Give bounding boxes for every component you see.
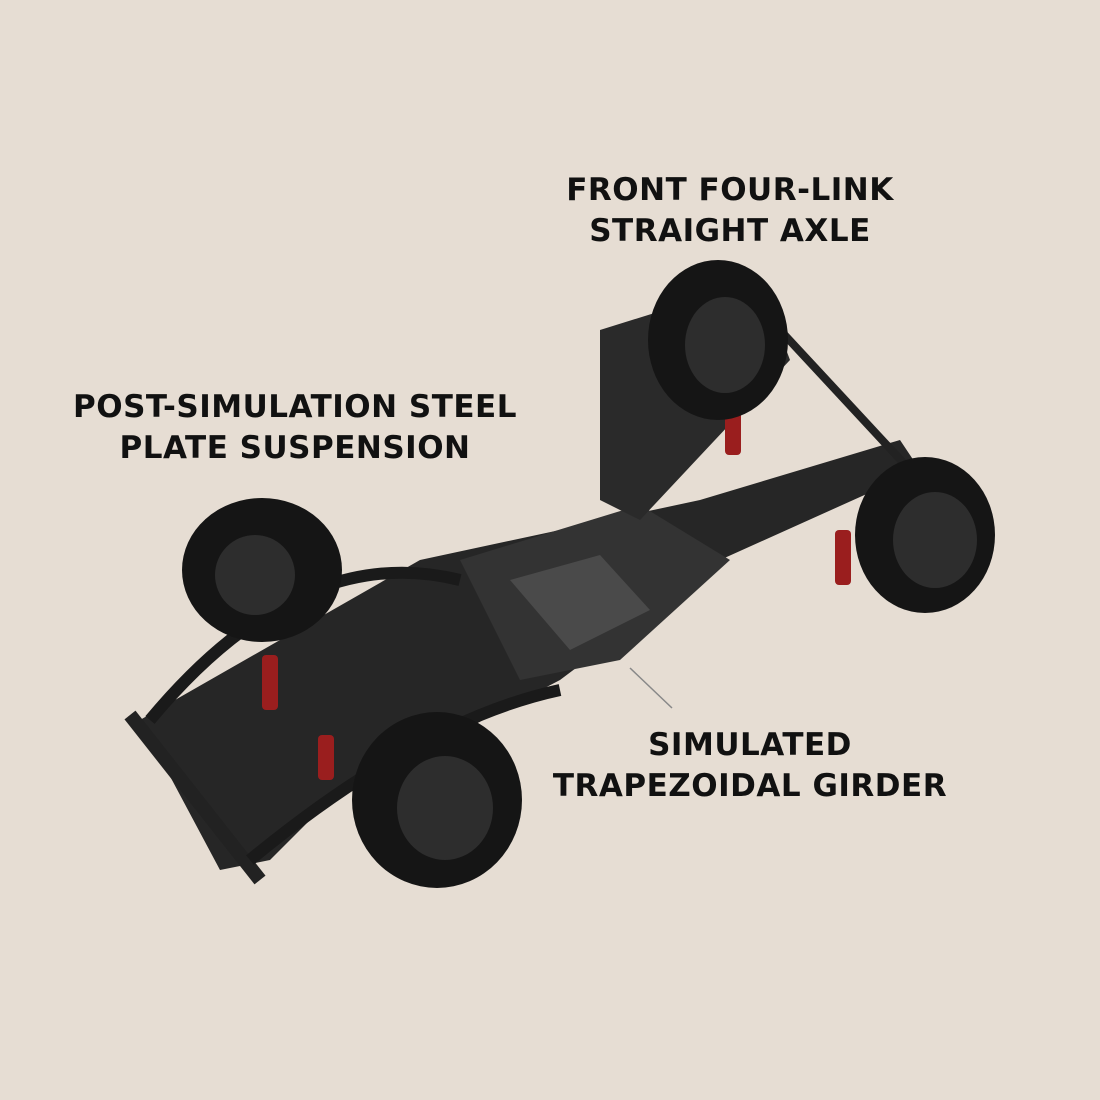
label-line: FRONT FOUR-LINK xyxy=(566,172,894,208)
wheel-front-left xyxy=(648,260,788,420)
label-steel-plate-suspension: POST-SIMULATION STEEL PLATE SUSPENSION xyxy=(60,387,530,469)
label-line: TRAPEZOIDAL GIRDER xyxy=(552,768,948,804)
wheel-front-right xyxy=(855,457,995,613)
label-trapezoidal-girder: SIMULATED TRAPEZOIDAL GIRDER xyxy=(550,725,950,807)
label-front-four-link-axle: FRONT FOUR-LINK STRAIGHT AXLE xyxy=(560,170,900,252)
label-line: SIMULATED xyxy=(648,727,852,763)
wheel-rear-left xyxy=(182,498,342,642)
label-line: STRAIGHT AXLE xyxy=(589,213,871,249)
girder-pointer-line xyxy=(629,667,673,709)
label-line: PLATE SUSPENSION xyxy=(119,430,471,466)
wheels xyxy=(182,260,995,888)
label-line: POST-SIMULATION STEEL xyxy=(73,389,517,425)
wheel-rear-right xyxy=(352,712,522,888)
